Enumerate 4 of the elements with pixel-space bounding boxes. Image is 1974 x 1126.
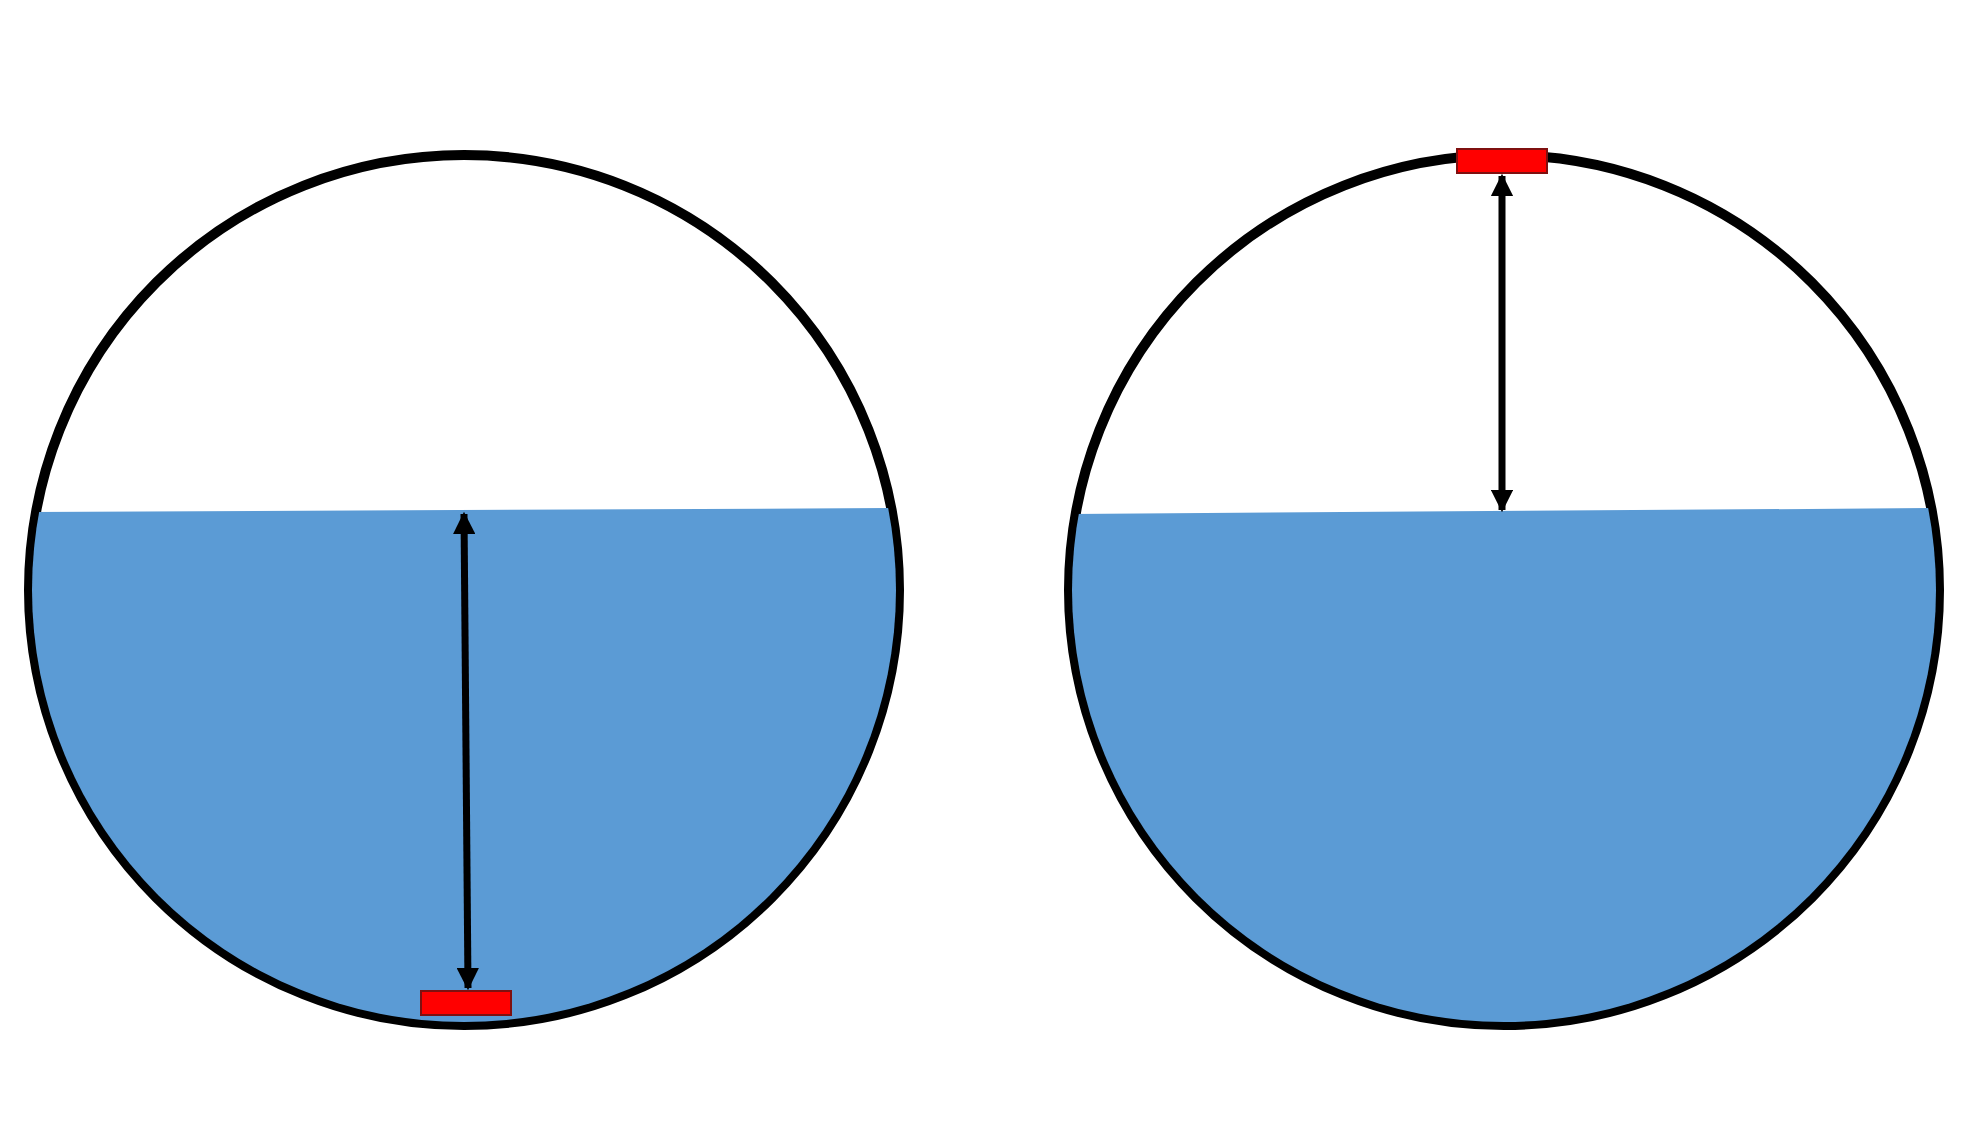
tank-outline [24,150,904,1030]
sensor-bar [1456,148,1548,174]
sensor-bar [420,990,512,1016]
tank-outline [1064,150,1944,1030]
